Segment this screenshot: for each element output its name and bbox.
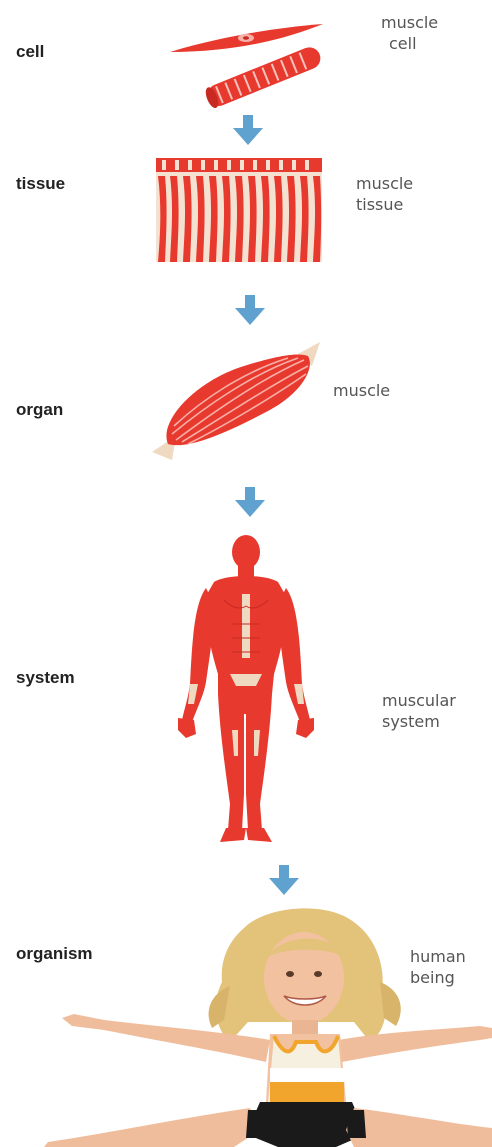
muscular-system-illustration [176, 534, 316, 850]
caption-tissue: muscle tissue [356, 173, 413, 215]
level-label-tissue: tissue [16, 174, 65, 194]
caption-tissue-line-1: muscle [356, 173, 413, 194]
caption-system-line-1: muscular [382, 690, 456, 711]
caption-organ-line-1: muscle [333, 380, 390, 401]
down-arrow-icon [266, 864, 302, 898]
caption-cell: muscle cell [381, 12, 438, 54]
level-label-system: system [16, 668, 75, 688]
down-arrow-icon [232, 486, 268, 520]
down-arrow-icon [230, 114, 266, 148]
caption-cell-line-2: cell [381, 33, 438, 54]
caption-organ: muscle [333, 380, 390, 401]
down-arrow-icon [232, 294, 268, 328]
human-being-illustration [34, 902, 492, 1147]
level-label-cell: cell [16, 42, 44, 62]
caption-tissue-line-2: tissue [356, 194, 413, 215]
muscle-cell-illustration [168, 18, 328, 108]
muscle-tissue-illustration [156, 158, 322, 262]
muscle-organ-illustration [148, 340, 324, 466]
caption-cell-line-1: muscle [381, 12, 438, 33]
level-label-organ: organ [16, 400, 63, 420]
caption-system-line-2: system [382, 711, 456, 732]
caption-system: muscular system [382, 690, 456, 732]
